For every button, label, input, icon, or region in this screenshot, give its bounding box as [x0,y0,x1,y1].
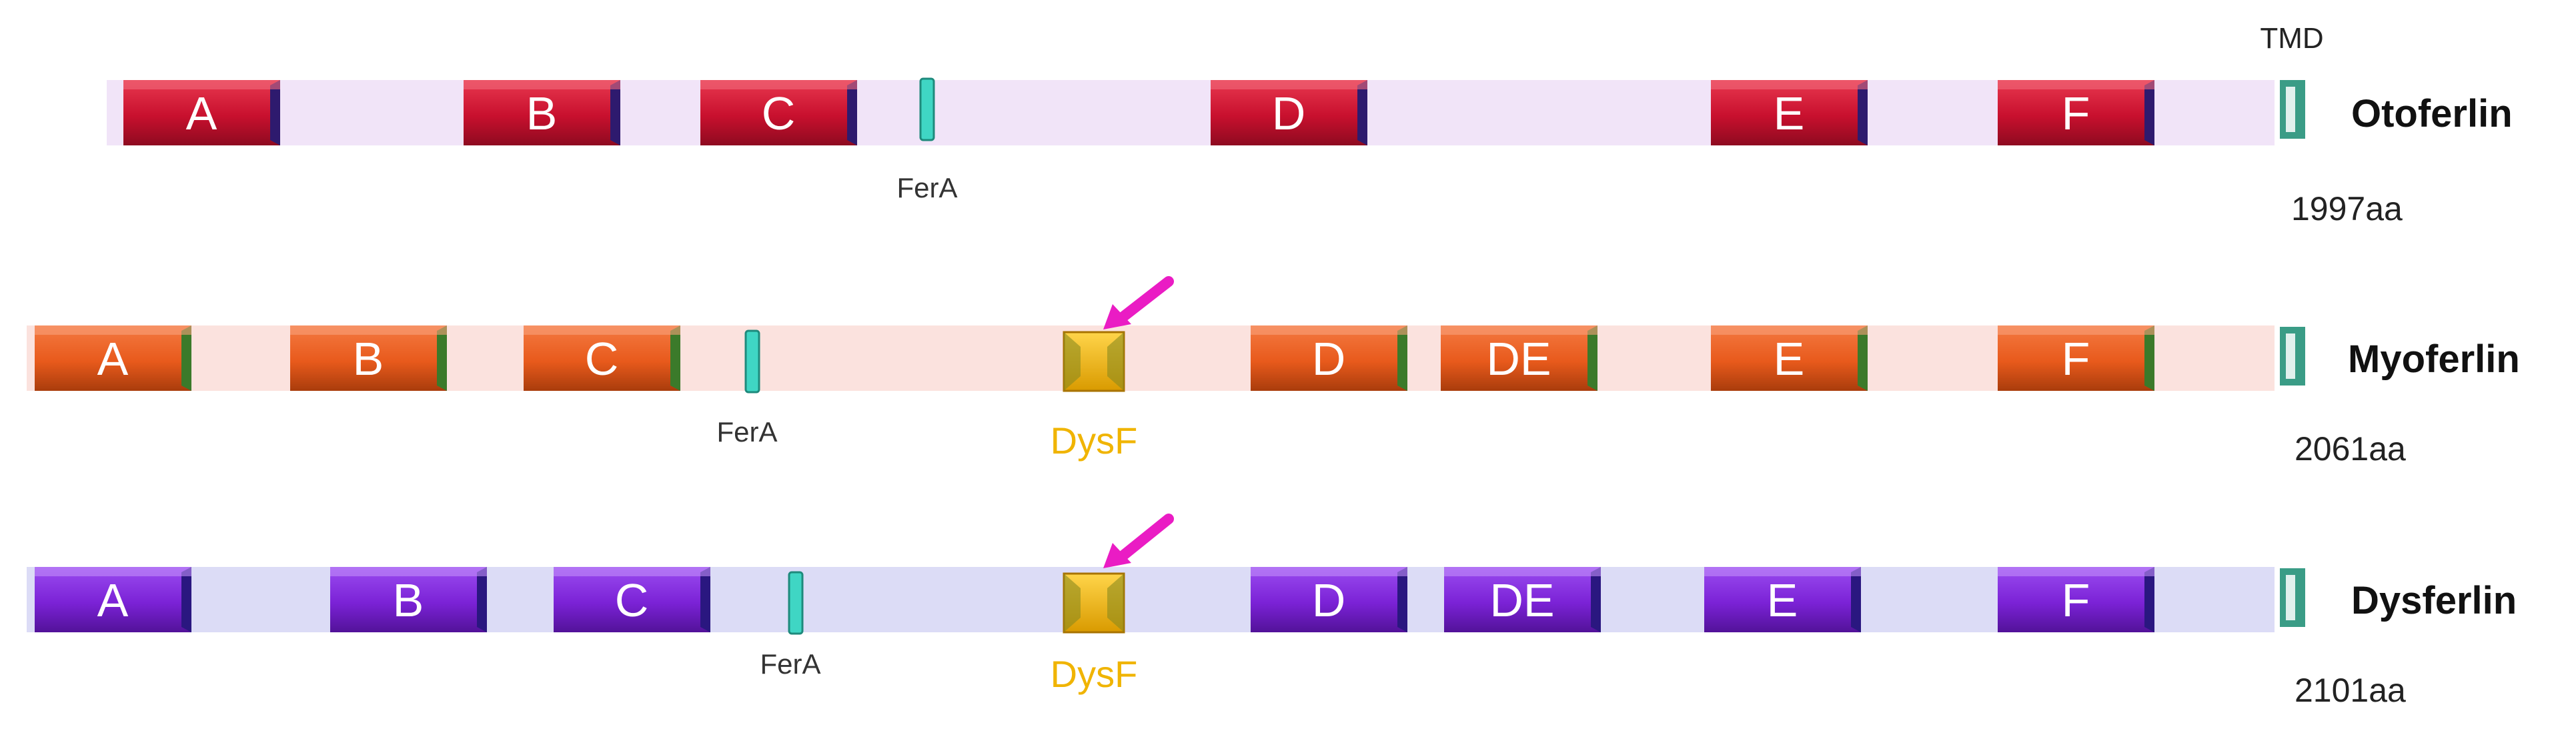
otoferlin-domain-e: E [1711,80,1868,145]
otoferlin-domain-d: D [1211,80,1367,145]
myoferlin-domain-label: F [2062,333,2090,385]
myoferlin-domain-label: DE [1486,333,1551,385]
dysferlin-domain-label: D [1312,574,1346,626]
dysferlin-domain-de: DE [1444,567,1601,632]
otoferlin-domain-f: F [1998,80,2154,145]
otoferlin-row: A B C FerA D E [107,22,2513,227]
dysferlin-domain-label: E [1767,574,1798,626]
myoferlin-dysf-arrow [1103,276,1174,329]
myoferlin-row: A B C FerA DysF D [27,276,2520,468]
otoferlin-domain-label: F [2062,87,2090,139]
otoferlin-fera-label: FerA [896,172,957,203]
myoferlin-name: Myoferlin [2348,337,2520,381]
otoferlin-domain-label: E [1774,87,1805,139]
myoferlin-domain-d: D [1251,325,1407,391]
myoferlin-fera-label: FerA [716,416,777,448]
dysferlin-domain-label: DE [1489,574,1554,626]
dysferlin-dysf-arrow [1103,514,1174,568]
dysferlin-name: Dysferlin [2351,579,2517,622]
dysferlin-domain-d: D [1251,567,1407,632]
otoferlin-domain-b: B [464,80,620,145]
dysferlin-domain-label: C [615,574,649,626]
otoferlin-fera-marker [919,77,935,141]
otoferlin-domain-label: D [1272,87,1306,139]
dysferlin-dysf-label: DysF [1051,653,1138,695]
myoferlin-domain-label: A [97,333,129,385]
myoferlin-dysf-domain [1063,331,1125,392]
myoferlin-domain-label: D [1312,333,1346,385]
myoferlin-domain-label: E [1774,333,1805,385]
myoferlin-length: 2061aa [2295,430,2406,468]
otoferlin-domain-label: C [762,87,796,139]
otoferlin-domain-label: A [186,87,217,139]
myoferlin-domain-label: B [353,333,384,385]
dysferlin-dysf-domain [1063,572,1125,634]
otoferlin-domain-label: B [526,87,558,139]
myoferlin-domain-f: F [1998,325,2154,391]
otoferlin-backbone [107,80,2275,145]
otoferlin-name: Otoferlin [2351,92,2513,135]
otoferlin-domain-c: C [700,80,857,145]
dysferlin-domain-b: B [330,567,487,632]
dysferlin-domain-a: A [35,567,191,632]
dysferlin-domain-label: B [393,574,424,626]
dysferlin-domain-label: F [2062,574,2090,626]
myoferlin-domain-de: DE [1441,325,1597,391]
myoferlin-domain-c: C [524,325,680,391]
tmd-label: TMD [2260,22,2323,55]
myoferlin-domain-e: E [1711,325,1868,391]
myoferlin-fera-marker [744,329,760,394]
myoferlin-domain-label: C [585,333,619,385]
myoferlin-domain-b: B [290,325,447,391]
otoferlin-length: 1997aa [2291,190,2403,227]
otoferlin-domain-a: A [123,80,280,145]
dysferlin-domain-e: E [1704,567,1861,632]
dysferlin-row: A B C FerA DysF D [27,514,2517,709]
dysferlin-length: 2101aa [2295,672,2406,709]
myoferlin-domain-a: A [35,325,191,391]
dysferlin-domain-f: F [1998,567,2154,632]
dysferlin-domain-label: A [97,574,129,626]
dysferlin-domain-c: C [554,567,710,632]
dysferlin-fera-marker [788,571,804,635]
dysferlin-fera-label: FerA [760,648,820,680]
myoferlin-dysf-label: DysF [1051,420,1138,462]
